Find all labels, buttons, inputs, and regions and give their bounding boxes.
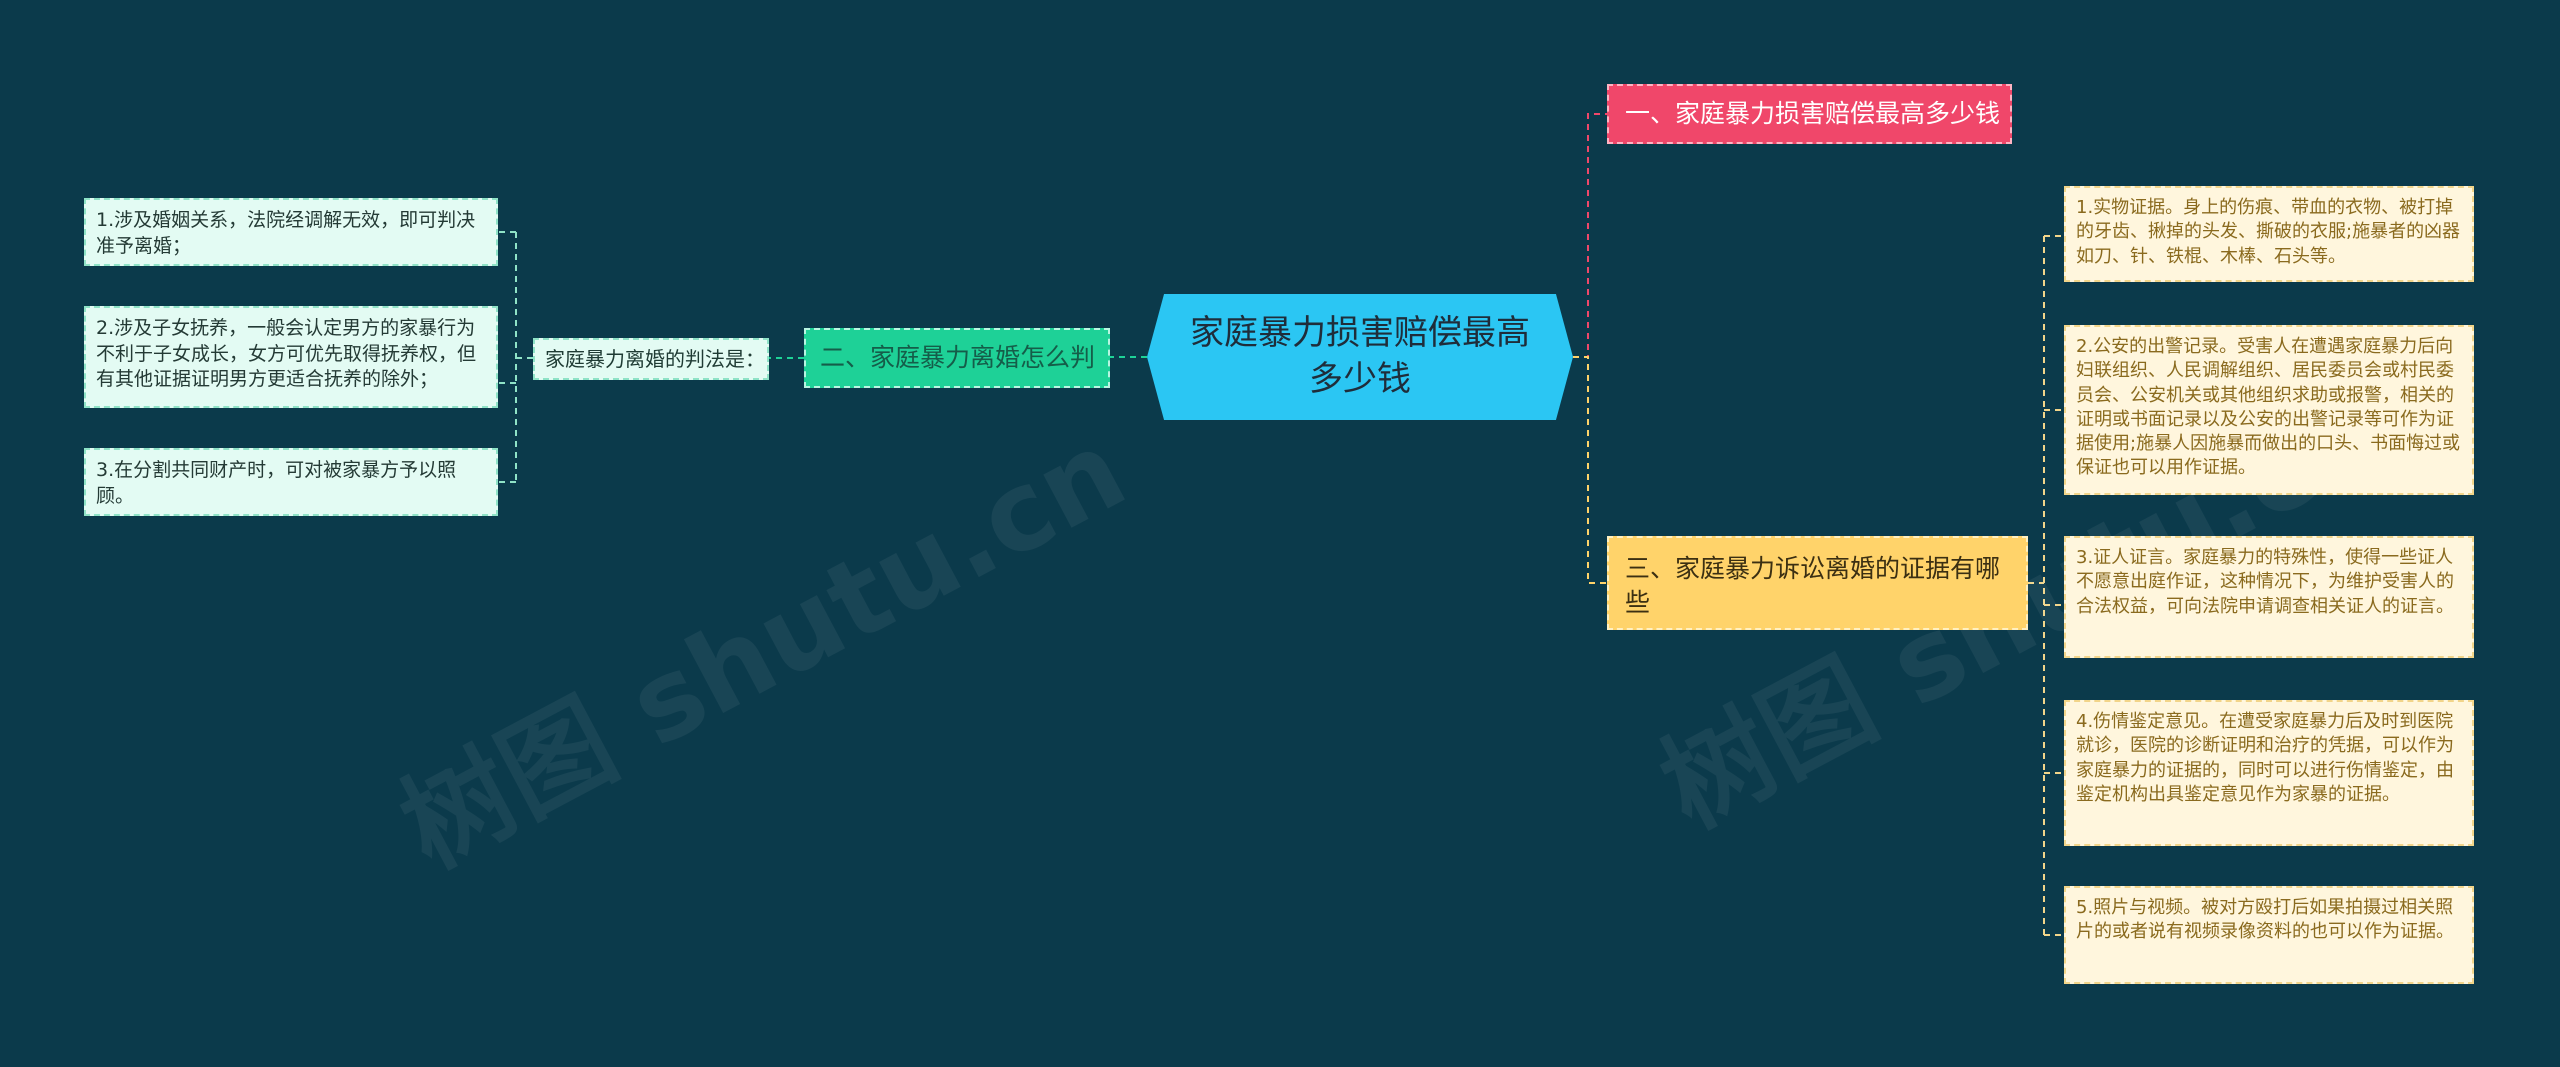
right-leaf-2[interactable]: 2.公安的出警记录。受害人在遭遇家庭暴力后向妇联组织、人民调解组织、居民委员会或… bbox=[2064, 325, 2474, 495]
branch-3-label: 三、家庭暴力诉讼离婚的证据有哪些 bbox=[1625, 554, 2001, 617]
right-leaf-text: 4.伤情鉴定意见。在遭受家庭暴力后及时到医院就诊，医院的诊断证明和治疗的凭据，可… bbox=[2076, 711, 2454, 805]
left-leaf-1[interactable]: 1.涉及婚姻关系，法院经调解无效，即可判决准予离婚； bbox=[84, 198, 498, 266]
connector-center-branch1 bbox=[1573, 113, 1607, 358]
right-leaf-4[interactable]: 4.伤情鉴定意见。在遭受家庭暴力后及时到医院就诊，医院的诊断证明和治疗的凭据，可… bbox=[2064, 700, 2474, 846]
right-leaf-text: 5.照片与视频。被对方殴打后如果拍摄过相关照片的或者说有视频录像资料的也可以作为… bbox=[2076, 897, 2454, 943]
branch-1-label: 一、家庭暴力损害赔偿最高多少钱 bbox=[1625, 99, 2001, 129]
left-leaf-text: 2.涉及子女抚养，一般会认定男方的家暴行为不利于子女成长，女方可优先取得抚养权，… bbox=[96, 317, 477, 391]
right-leaf-text: 3.证人证言。家庭暴力的特殊性，使得一些证人不愿意出庭作证，这种情况下，为维护受… bbox=[2076, 547, 2454, 617]
right-leaf-3[interactable]: 3.证人证言。家庭暴力的特殊性，使得一些证人不愿意出庭作证，这种情况下，为维护受… bbox=[2064, 536, 2474, 658]
right-leaf-text: 2.公安的出警记录。受害人在遭遇家庭暴力后向妇联组织、人民调解组织、居民委员会或… bbox=[2076, 336, 2461, 479]
branch-2-label: 二、家庭暴力离婚怎么判 bbox=[820, 343, 1096, 373]
left-leaf-text: 3.在分割共同财产时，可对被家暴方予以照顾。 bbox=[96, 459, 457, 507]
branch-2-subtopic-label: 家庭暴力离婚的判法是： bbox=[545, 346, 765, 371]
connector-branch3-leaves bbox=[2028, 235, 2064, 936]
right-leaf-5[interactable]: 5.照片与视频。被对方殴打后如果拍摄过相关照片的或者说有视频录像资料的也可以作为… bbox=[2064, 886, 2474, 984]
branch-1[interactable]: 一、家庭暴力损害赔偿最高多少钱 bbox=[1607, 84, 2012, 144]
left-leaf-3[interactable]: 3.在分割共同财产时，可对被家暴方予以照顾。 bbox=[84, 448, 498, 516]
left-leaf-text: 1.涉及婚姻关系，法院经调解无效，即可判决准予离婚； bbox=[96, 209, 476, 257]
branch-2-subtopic[interactable]: 家庭暴力离婚的判法是： bbox=[533, 338, 769, 380]
central-topic[interactable]: 家庭暴力损害赔偿最高多少钱 bbox=[1147, 294, 1573, 420]
branch-2[interactable]: 二、家庭暴力离婚怎么判 bbox=[804, 328, 1110, 388]
connector-sub-leaves bbox=[498, 231, 533, 483]
right-leaf-text: 1.实物证据。身上的伤痕、带血的衣物、被打掉的牙齿、揪掉的头发、撕破的衣服;施暴… bbox=[2076, 197, 2461, 267]
right-leaf-1[interactable]: 1.实物证据。身上的伤痕、带血的衣物、被打掉的牙齿、揪掉的头发、撕破的衣服;施暴… bbox=[2064, 186, 2474, 282]
connector-center-branch3 bbox=[1573, 356, 1607, 584]
branch-3[interactable]: 三、家庭暴力诉讼离婚的证据有哪些 bbox=[1607, 536, 2028, 630]
left-leaf-2[interactable]: 2.涉及子女抚养，一般会认定男方的家暴行为不利于子女成长，女方可优先取得抚养权，… bbox=[84, 306, 498, 408]
central-topic-label: 家庭暴力损害赔偿最高多少钱 bbox=[1190, 313, 1530, 399]
